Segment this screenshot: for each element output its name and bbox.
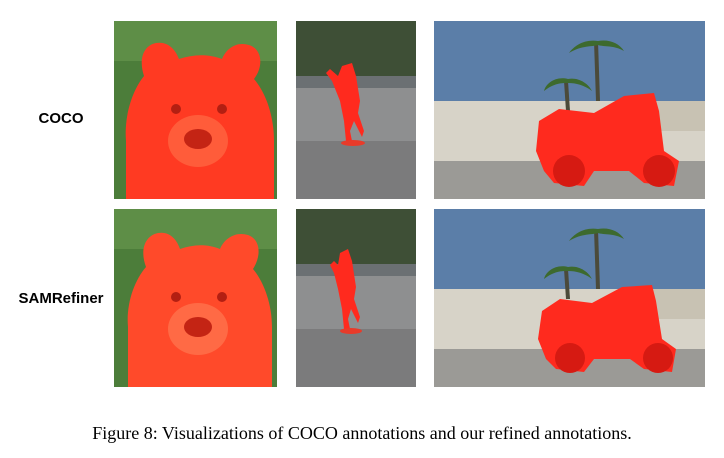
panel-samrefiner-motorcycle [434,209,705,387]
panel-samrefiner-skateboarder [296,209,416,387]
panel-coco-bear [114,21,277,199]
figure-caption: Figure 8: Visualizations of COCO annotat… [92,423,632,443]
motorcycle-image-samrefiner [434,209,705,387]
row-label-coco: COCO [38,110,84,127]
row-label-samrefiner: SAMRefiner [18,290,104,307]
skateboarder-image-samrefiner [296,209,416,387]
motorcycle-image-coco [434,21,705,199]
bear-image-samrefiner [114,209,277,387]
skateboarder-image-coco [296,21,416,199]
panel-samrefiner-bear [114,209,277,387]
bear-image-coco [114,21,277,199]
panel-coco-motorcycle [434,21,705,199]
panel-coco-skateboarder [296,21,416,199]
